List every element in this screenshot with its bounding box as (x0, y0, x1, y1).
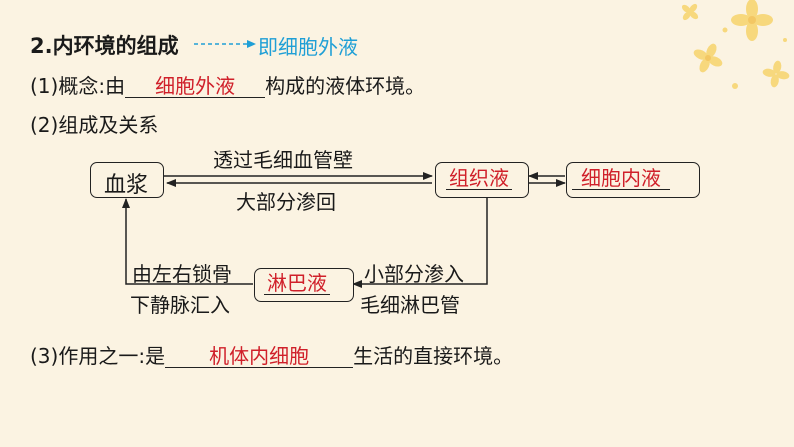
tissue-fluid-answer: 组织液 (446, 168, 512, 190)
composition-line: (2)组成及关系 (30, 113, 159, 137)
intracellular-fluid-answer: 细胞内液 (572, 168, 670, 190)
label-left-2: 下静脉汇入 (130, 293, 230, 317)
function-suffix: 生活的直接环境。 (353, 344, 514, 368)
plasma-box (90, 162, 164, 198)
label-left-1: 由左右锁骨 (132, 262, 232, 286)
dashed-arrow-icon (194, 40, 256, 48)
section-heading: 2.内环境的组成 (30, 30, 179, 60)
label-through-capillary-wall: 透过毛细血管壁 (213, 148, 353, 172)
definition-suffix: 构成的液体环境。 (265, 74, 426, 98)
function-line: (3)作用之一:是机体内细胞生活的直接环境。 (30, 340, 513, 369)
heading-note: 即细胞外液 (258, 35, 358, 59)
definition-answer: 细胞外液 (125, 75, 266, 98)
plasma-label: 血浆 (104, 173, 149, 198)
definition-prefix: (1)概念:由 (30, 74, 126, 98)
intracellular-fluid-box (566, 162, 700, 198)
function-prefix: (3)作用之一:是 (30, 344, 166, 368)
lymph-box (254, 268, 354, 302)
heading-number: 2 (30, 34, 45, 58)
heading-title: .内环境的组成 (44, 34, 179, 58)
label-right-2: 毛细淋巴管 (360, 293, 460, 317)
label-most-return: 大部分渗回 (236, 190, 336, 214)
tissue-fluid-box (435, 162, 529, 198)
function-answer: 机体内细胞 (165, 345, 354, 368)
label-right-1: 小部分渗入 (364, 262, 464, 286)
lymph-answer: 淋巴液 (264, 273, 330, 295)
definition-line: (1)概念:由细胞外液构成的液体环境。 (30, 70, 425, 99)
